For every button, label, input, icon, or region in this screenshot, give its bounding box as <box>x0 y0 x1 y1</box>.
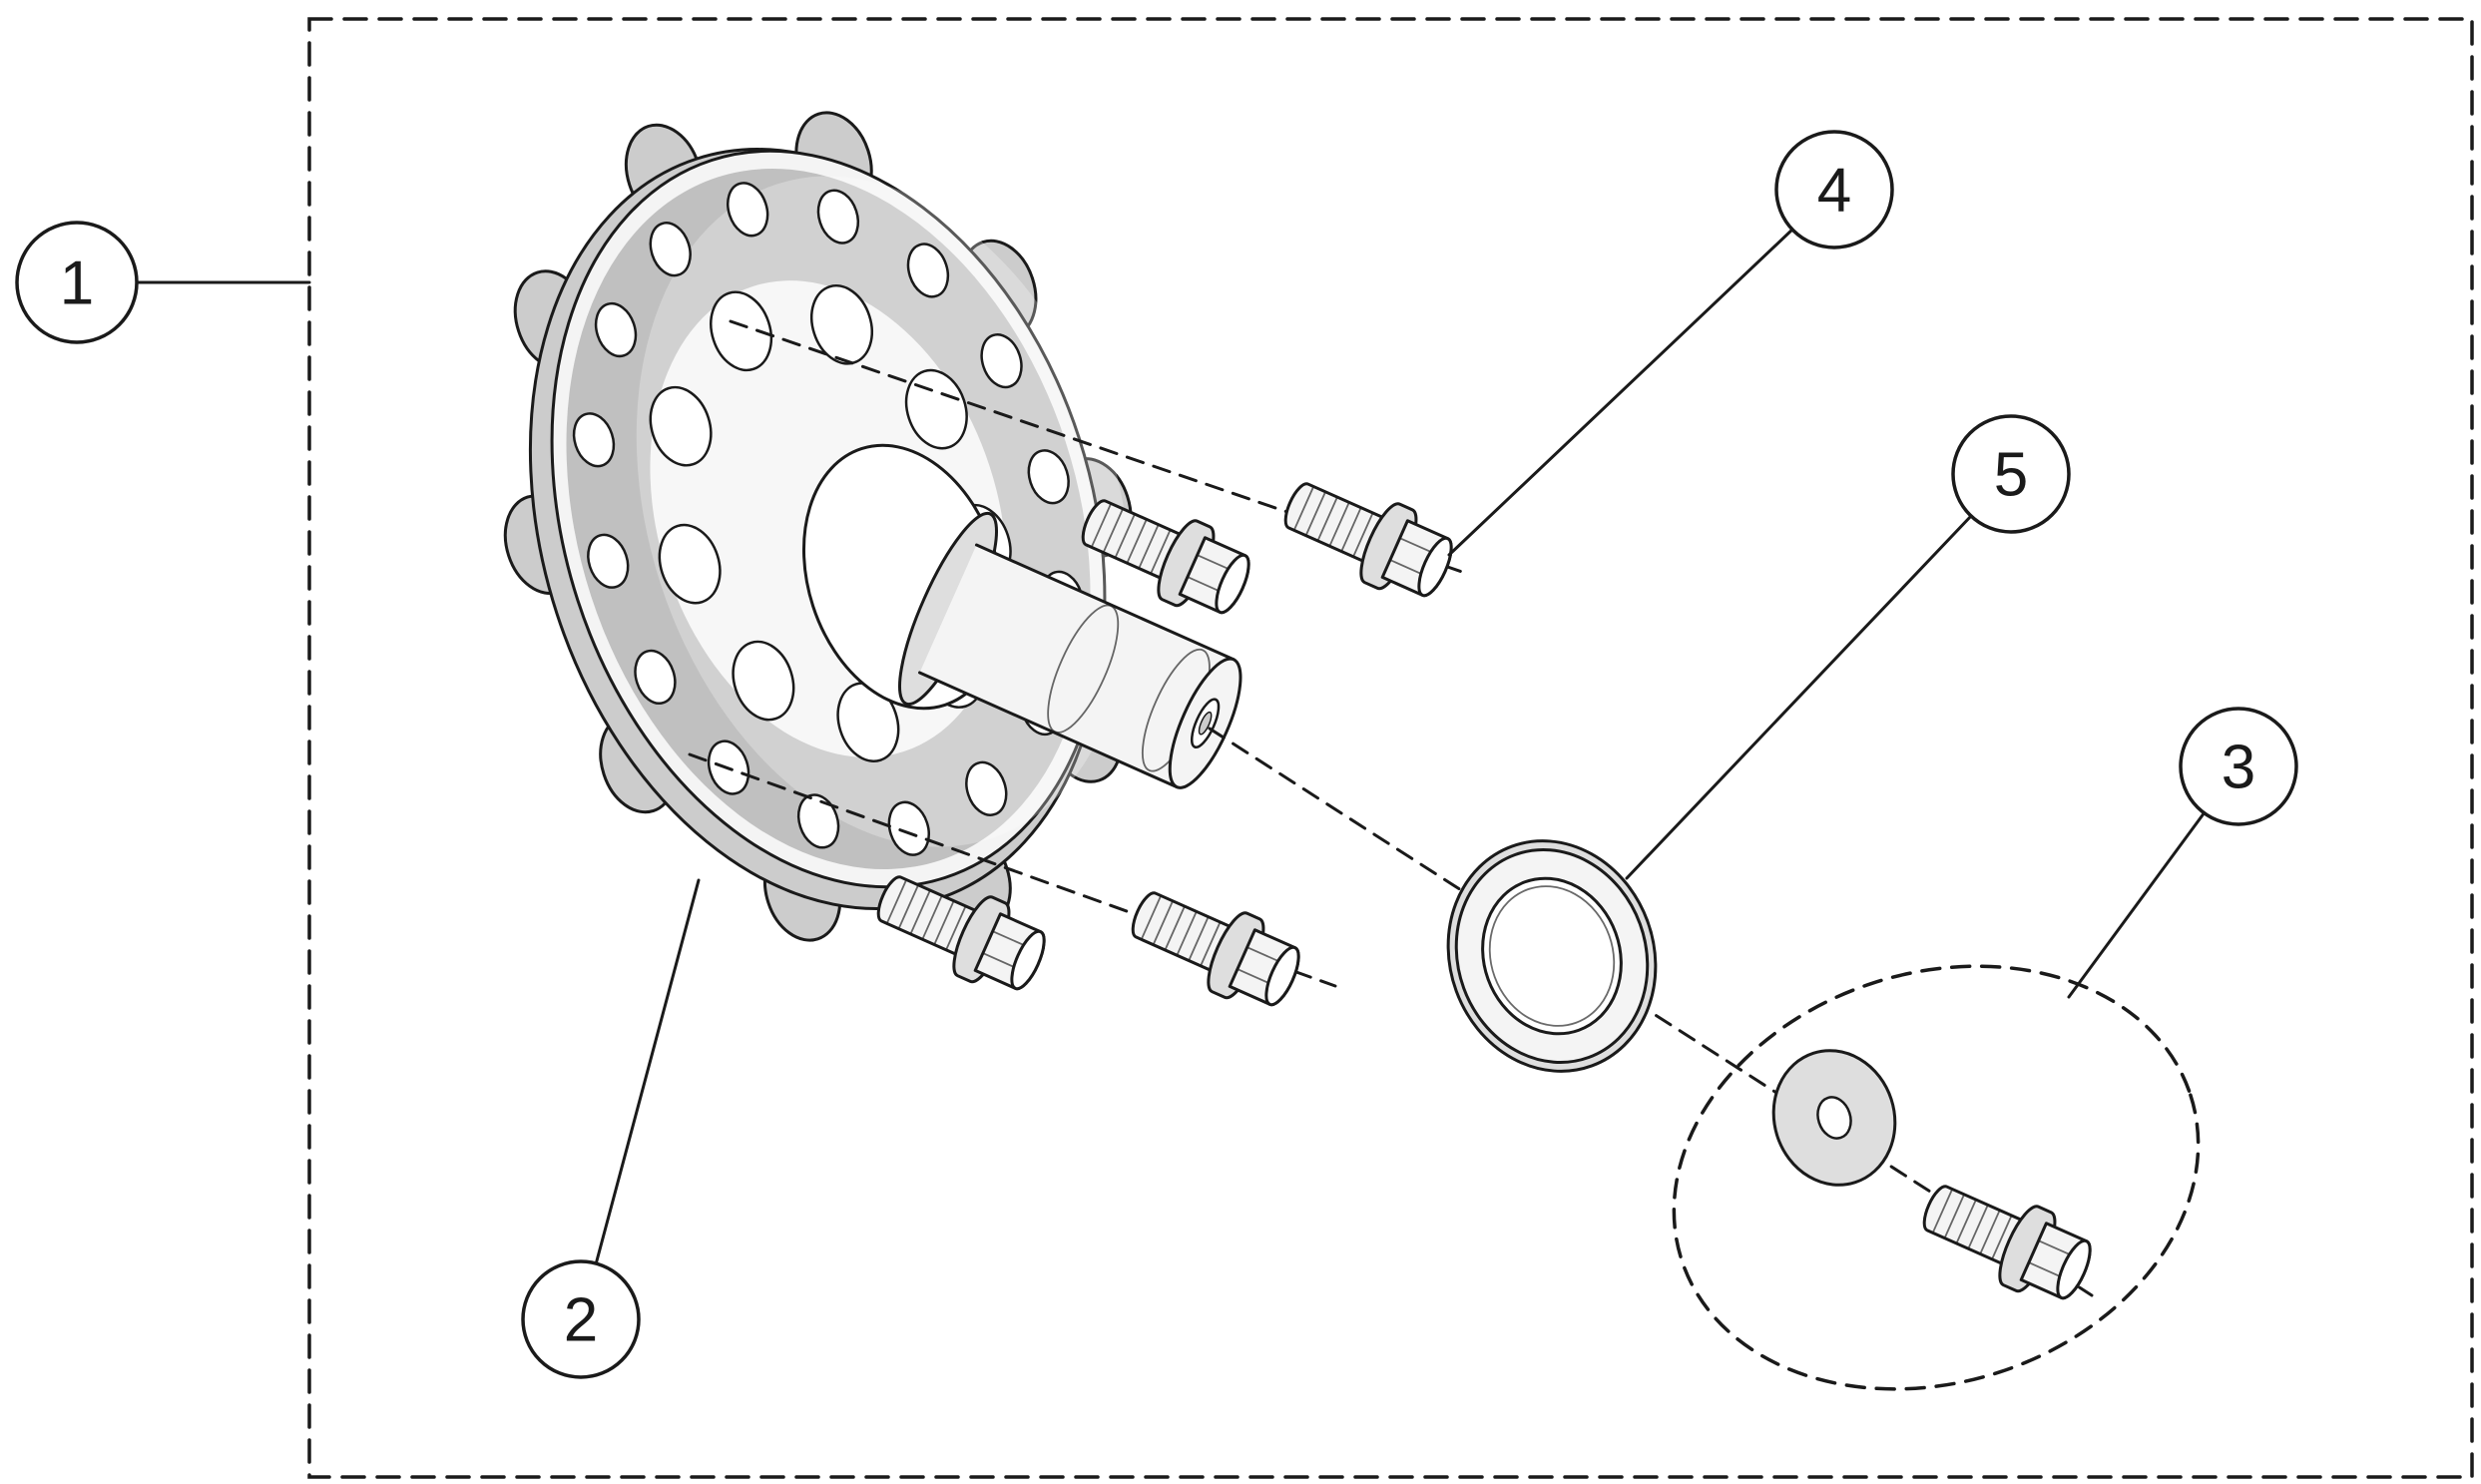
spindle-center-bore <box>1198 711 1213 736</box>
callout-4: 4 <box>1447 130 1894 557</box>
hole <box>980 333 1023 389</box>
washer <box>1771 1049 1897 1187</box>
hole <box>796 793 840 849</box>
callout-1-bubble <box>15 221 139 344</box>
mounting-bolt-bottom-right <box>1118 870 1312 1022</box>
assembly-boundary-box <box>307 17 2474 1479</box>
hole <box>836 682 900 762</box>
callout-4-label: 4 <box>1817 157 1851 226</box>
callout-5-label: 5 <box>1994 441 2028 510</box>
hub-spindle <box>897 511 1242 789</box>
kit-boundary-ellipse <box>1672 964 2201 1391</box>
callout-3-label: 3 <box>2222 734 2255 802</box>
hole <box>634 649 677 705</box>
hole <box>572 412 616 468</box>
hole <box>965 760 1008 816</box>
callout-2-bubble <box>521 1259 641 1379</box>
hole <box>594 301 638 358</box>
hole <box>649 222 692 277</box>
callout-5-leader <box>1625 513 1974 880</box>
hole <box>732 640 795 722</box>
hole <box>710 290 773 372</box>
hole <box>1027 449 1070 505</box>
callout-2-label: 2 <box>564 1286 598 1355</box>
hole <box>658 523 722 605</box>
callout-3: 3 <box>2067 707 2298 999</box>
hole <box>810 283 873 365</box>
mounting-bolt-top-right <box>1270 461 1465 613</box>
hardware-kit-group <box>1672 964 2201 1391</box>
hole <box>649 385 713 467</box>
callout-2: 2 <box>521 878 701 1379</box>
callout-4-bubble <box>1774 130 1894 249</box>
callout-5-bubble <box>1951 414 2071 534</box>
seal-ring <box>1446 839 1658 1073</box>
callout-3-bubble <box>2179 707 2298 826</box>
callout-4-leader <box>1447 227 1795 557</box>
callout-1-label: 1 <box>60 249 94 318</box>
kit-bolt <box>1909 1164 2104 1315</box>
callout-3-leader <box>2067 810 2207 999</box>
hole <box>904 368 968 450</box>
callout-1: 1 <box>15 221 311 344</box>
callout-2-leader <box>594 878 701 1266</box>
hole <box>816 189 860 245</box>
hole <box>727 182 769 238</box>
callout-5: 5 <box>1625 414 2071 880</box>
hole <box>906 243 950 298</box>
hole <box>587 533 630 589</box>
hole <box>887 800 930 856</box>
